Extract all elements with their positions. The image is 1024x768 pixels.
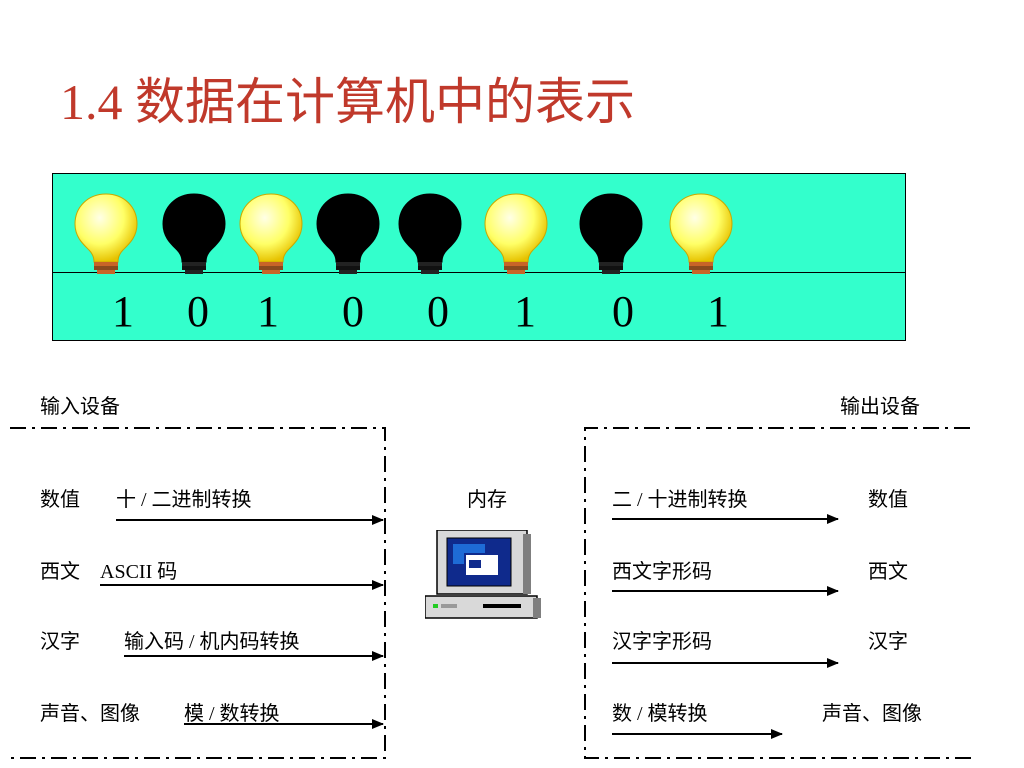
input-row-conversion: 模 / 数转换	[184, 703, 280, 725]
bit-digit: 1	[257, 287, 279, 336]
bit-digit: 1	[707, 287, 729, 336]
bulb-off-icon	[315, 192, 381, 276]
bit-digit: 0	[187, 287, 209, 336]
bulb-off-icon	[161, 192, 227, 276]
output-row-name: 数值	[868, 489, 908, 511]
bit-digit: 0	[342, 287, 364, 336]
bulb-panel: 1 0 1 0 0 1 0 1	[52, 173, 906, 341]
bit-digit: 0	[427, 287, 449, 336]
input-devices-label: 输入设备	[40, 396, 120, 418]
input-row-name: 声音、图像	[40, 703, 140, 725]
input-device-frame	[10, 427, 386, 759]
bulb-off-icon	[578, 192, 644, 276]
bit-digit: 1	[112, 287, 134, 336]
computer-icon	[424, 529, 543, 627]
input-row-name: 汉字	[40, 631, 80, 653]
output-device-frame	[584, 427, 975, 759]
bit-digit: 1	[514, 287, 536, 336]
bulb-off-icon	[397, 192, 463, 276]
output-row-name: 汉字	[868, 631, 908, 653]
page-title: 1.4 数据在计算机中的表示	[60, 74, 635, 130]
output-row-name: 西文	[868, 561, 908, 583]
output-row-conversion: 数 / 模转换	[612, 703, 708, 725]
output-row-conversion: 西文字形码	[612, 561, 712, 583]
bulb-on-icon	[483, 192, 549, 276]
output-row-name: 声音、图像	[822, 703, 922, 725]
input-row-conversion: 输入码 / 机内码转换	[124, 631, 300, 653]
input-row-name: 数值	[40, 489, 80, 511]
output-row-conversion: 二 / 十进制转换	[612, 489, 748, 511]
output-row-conversion: 汉字字形码	[612, 631, 712, 653]
input-row-name: 西文	[40, 561, 80, 583]
bit-digit: 0	[612, 287, 634, 336]
memory-label: 内存	[467, 489, 507, 511]
output-devices-label: 输出设备	[840, 396, 920, 418]
bulb-on-icon	[73, 192, 139, 276]
bulb-on-icon	[668, 192, 734, 276]
input-row-conversion: ASCII 码	[100, 561, 178, 583]
input-row-conversion: 十 / 二进制转换	[116, 489, 252, 511]
bulb-on-icon	[238, 192, 304, 276]
panel-divider	[53, 272, 905, 273]
